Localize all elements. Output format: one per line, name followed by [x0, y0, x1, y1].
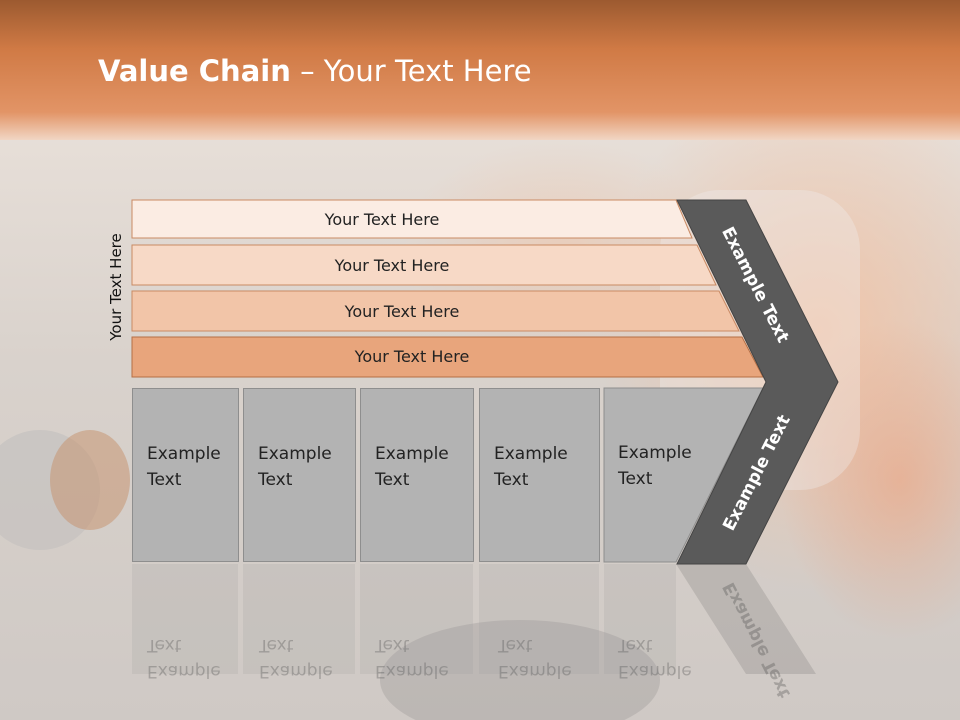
bar-2: Your Text Here: [132, 246, 712, 284]
bar-3-label: Your Text Here: [344, 301, 460, 321]
box-5: Example Text: [604, 388, 714, 562]
box-2-line2: Text: [258, 470, 293, 490]
bar-4-label: Your Text Here: [354, 346, 470, 366]
box-5-line2: Text: [618, 469, 653, 489]
box-2-line1: Example: [258, 444, 332, 464]
box-1-line1: Example: [147, 444, 221, 464]
box-1-line2: Text: [147, 470, 182, 490]
bar-1-shape: [131, 199, 693, 239]
bar-4: Your Text Here: [132, 337, 752, 375]
slide-title: Value Chain – Your Text Here: [98, 54, 532, 88]
bar-2-shape: [131, 244, 717, 286]
diagram-reflection: [132, 564, 816, 674]
box-3-line2: Text: [375, 470, 410, 490]
title-rest: – Your Text Here: [290, 54, 532, 88]
box-5-shape: [603, 387, 764, 563]
bar-3-shape: [131, 290, 740, 332]
box-4-line2: Text: [494, 470, 529, 490]
chevron-shape: [676, 199, 839, 565]
bar-2-label: Your Text Here: [334, 255, 450, 275]
box-1: Example Text: [132, 388, 239, 562]
box-4: Example Text: [479, 388, 600, 562]
box-4-line1: Example: [494, 444, 568, 464]
bar-3: Your Text Here: [132, 292, 732, 330]
box-5-line1: Example: [618, 443, 692, 463]
box-3-line1: Example: [375, 444, 449, 464]
box-3: Example Text: [360, 388, 474, 562]
title-bold: Value Chain: [98, 54, 291, 88]
bar-1: Your Text Here: [132, 200, 692, 238]
box-2: Example Text: [243, 388, 356, 562]
bar-1-label: Your Text Here: [324, 209, 440, 229]
